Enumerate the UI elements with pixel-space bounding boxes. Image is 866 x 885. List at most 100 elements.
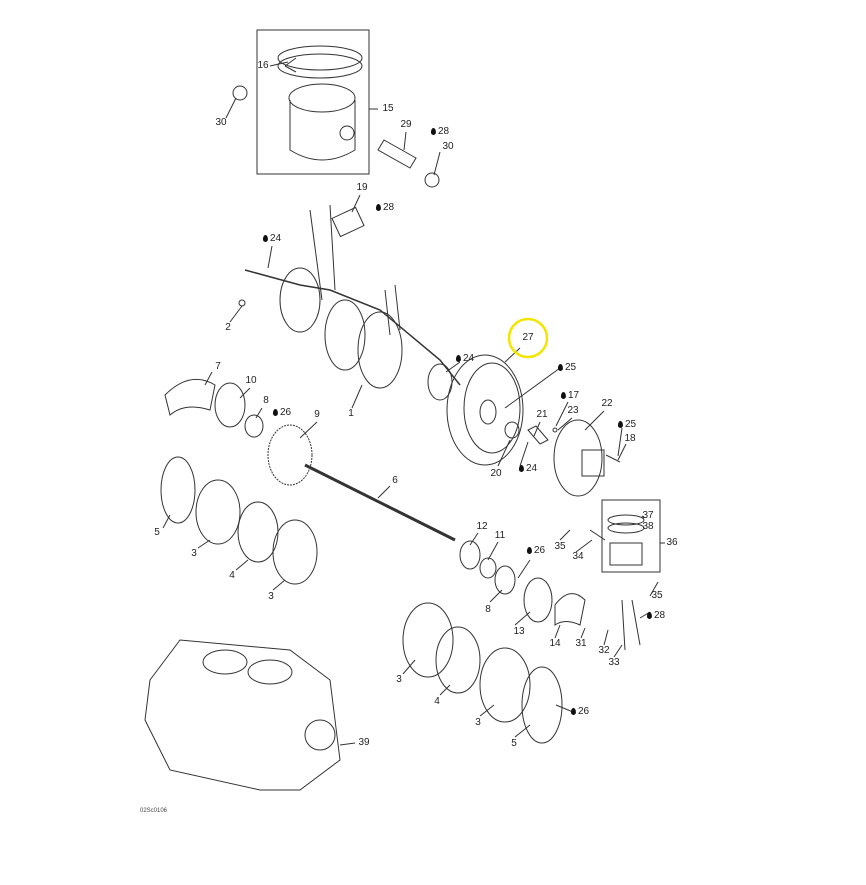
part-callout-34[interactable]: 34 <box>572 552 583 562</box>
part-callout-25[interactable]: 25 <box>617 419 637 430</box>
part-callout-22[interactable]: 22 <box>601 399 612 409</box>
part-number: 22 <box>601 398 613 409</box>
part-number: 6 <box>392 475 398 486</box>
part-callout-13[interactable]: 13 <box>513 627 524 637</box>
part-callout-26[interactable]: 26 <box>570 707 589 717</box>
part-callout-6[interactable]: 6 <box>392 476 398 486</box>
crank-web <box>357 311 403 389</box>
part-callout-4[interactable]: 4 <box>434 697 440 707</box>
part-number: 35 <box>651 590 663 601</box>
part-callout-27[interactable]: 27 <box>522 333 533 343</box>
part-callout-3[interactable]: 3 <box>268 592 274 602</box>
part-number: 3 <box>475 717 481 728</box>
part-number: 27 <box>522 332 534 343</box>
part-callout-5[interactable]: 5 <box>511 739 517 749</box>
coupling-hub <box>553 419 603 497</box>
part-callout-11[interactable]: 11 <box>495 531 505 541</box>
engine-block <box>144 639 341 791</box>
diagram-code: 02Sc0106 <box>140 808 168 814</box>
part-callout-21[interactable]: 21 <box>536 410 547 420</box>
part-callout-24[interactable]: 24 <box>518 464 537 474</box>
part-callout-36[interactable]: 36 <box>666 538 677 548</box>
piston-top <box>288 83 356 113</box>
magneto-flywheel <box>446 354 524 466</box>
highlight-circle <box>507 317 549 359</box>
part-callout-15[interactable]: 15 <box>382 104 393 114</box>
part-callout-39[interactable]: 39 <box>358 738 369 748</box>
part-callout-35[interactable]: 35 <box>651 591 662 601</box>
part-callout-24[interactable]: 24 <box>455 354 474 364</box>
part-number: 38 <box>642 521 654 532</box>
part-callout-33[interactable]: 33 <box>608 658 619 668</box>
part-number: 25 <box>624 419 637 430</box>
part-number: 5 <box>511 738 517 749</box>
part-callout-4[interactable]: 4 <box>229 571 235 581</box>
part-number: 3 <box>396 674 402 685</box>
part-callout-28[interactable]: 28 <box>430 126 450 137</box>
part-callout-17[interactable]: 17 <box>560 390 580 401</box>
part-callout-8[interactable]: 8 <box>263 396 269 406</box>
part-number: 39 <box>358 737 370 748</box>
seal <box>244 414 264 438</box>
oil-drop-icon <box>646 612 652 619</box>
part-callout-19[interactable]: 19 <box>356 183 367 193</box>
part-number: 3 <box>191 548 197 559</box>
part-callout-14[interactable]: 14 <box>549 639 560 649</box>
part-number: 30 <box>215 117 227 128</box>
oil-drop-icon <box>430 128 436 135</box>
part-callout-35[interactable]: 35 <box>554 542 565 552</box>
part-number: 12 <box>476 521 488 532</box>
shaft <box>304 463 456 542</box>
part-callout-24[interactable]: 24 <box>262 234 281 244</box>
part-number: 8 <box>263 395 269 406</box>
part-number: 20 <box>490 468 502 479</box>
part-callout-1[interactable]: 1 <box>348 409 354 419</box>
part-number: 28 <box>437 126 450 137</box>
part-callout-30[interactable]: 30 <box>215 118 226 128</box>
part-number: 33 <box>608 657 620 668</box>
part-callout-20[interactable]: 20 <box>490 469 501 479</box>
part-callout-16[interactable]: 16 <box>257 61 268 71</box>
part-callout-3[interactable]: 3 <box>396 675 402 685</box>
part-callout-18[interactable]: 18 <box>624 434 635 444</box>
part-callout-12[interactable]: 12 <box>476 522 487 532</box>
circlip <box>232 85 248 101</box>
part-number: 15 <box>382 103 394 114</box>
part-callout-5[interactable]: 5 <box>154 528 160 538</box>
part-number: 1 <box>348 408 354 419</box>
part-callout-8[interactable]: 8 <box>485 605 491 615</box>
piston-ring <box>277 53 363 79</box>
part-number: 5 <box>154 527 160 538</box>
part-callout-2[interactable]: 2 <box>225 323 231 333</box>
part-callout-32[interactable]: 32 <box>598 646 609 656</box>
crank-gear <box>324 299 366 371</box>
part-callout-26[interactable]: 26 <box>526 546 545 556</box>
bearing <box>214 382 246 428</box>
part-callout-10[interactable]: 10 <box>245 376 256 386</box>
part-callout-29[interactable]: 29 <box>400 120 411 130</box>
part-number: 14 <box>549 638 561 649</box>
part-number: 26 <box>279 407 292 418</box>
part-number: 25 <box>564 362 577 373</box>
part-number: 34 <box>572 551 584 562</box>
circlip <box>424 172 440 188</box>
part-number: 28 <box>653 610 666 621</box>
part-number: 17 <box>567 390 580 401</box>
piston-pin <box>377 139 417 169</box>
piston-ring <box>277 45 363 71</box>
part-callout-23[interactable]: 23 <box>567 406 578 416</box>
part-callout-28[interactable]: 28 <box>375 203 394 213</box>
part-callout-37[interactable]: 37 <box>642 511 653 521</box>
part-callout-31[interactable]: 31 <box>575 639 586 649</box>
part-callout-7[interactable]: 7 <box>215 362 221 372</box>
part-callout-3[interactable]: 3 <box>191 549 197 559</box>
part-callout-26[interactable]: 26 <box>272 407 292 418</box>
part-callout-9[interactable]: 9 <box>314 410 320 420</box>
part-number: 13 <box>513 626 525 637</box>
part-callout-30[interactable]: 30 <box>442 142 453 152</box>
part-number: 9 <box>314 409 320 420</box>
part-callout-25[interactable]: 25 <box>557 362 577 373</box>
part-callout-28[interactable]: 28 <box>646 610 666 621</box>
part-callout-3[interactable]: 3 <box>475 718 481 728</box>
part-callout-38[interactable]: 38 <box>642 522 653 532</box>
